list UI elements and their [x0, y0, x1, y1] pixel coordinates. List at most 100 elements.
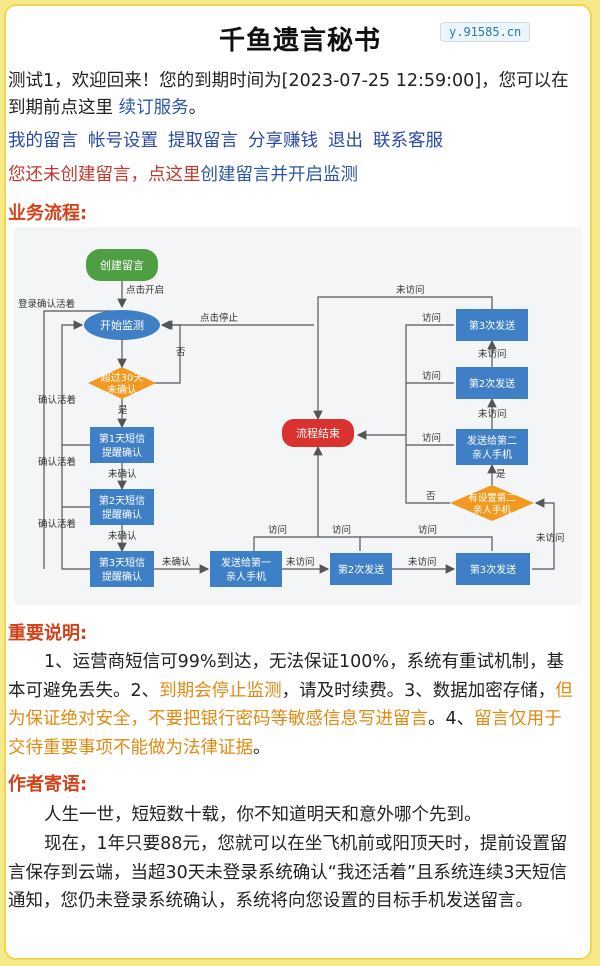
label-not-visited-5: 未访问 [478, 348, 507, 360]
node-send2: 发送给第二 亲人手机 [456, 429, 528, 465]
edge-send1-visited [253, 445, 323, 551]
node-has-second: 有设置第二 亲人手机 [450, 485, 534, 521]
label-no: 否 [176, 347, 186, 358]
svg-text:提醒确认: 提醒确认 [102, 446, 142, 459]
node-send1: 发送给第一 亲人手机 [210, 551, 282, 587]
label-click-start: 点击开启 [126, 284, 164, 296]
label-confirm-alive-1: 确认活着 [38, 394, 76, 406]
nav-bar: 我的留言帐号设置提取留言分享赚钱退出联系客服 [8, 128, 578, 155]
important-part4: 。 [253, 737, 271, 758]
node-end: 流程结束 [282, 419, 354, 447]
label-not-visited-4: 未访问 [478, 408, 507, 420]
label-not-confirmed-3: 未确认 [162, 556, 191, 568]
node-send1-3: 第3次发送 [456, 553, 530, 585]
node-send1-2: 第2次发送 [330, 553, 392, 585]
author-heading: 作者寄语: [8, 774, 88, 795]
important-heading: 重要说明: [8, 623, 88, 644]
important-hl1: 到期会停止监测 [159, 680, 282, 701]
welcome-message: 测试1，欢迎回来！您的到期时间为[2023-07-25 12:59:00]，您可… [8, 68, 578, 122]
svg-text:亲人手机: 亲人手机 [473, 504, 512, 516]
nav-contact-support[interactable]: 联系客服 [373, 131, 443, 151]
page-title: 千鱼遗言秘书 [218, 26, 381, 56]
important-hl3: 留言仅用于交待重要事项不能做为法律证据 [8, 709, 562, 758]
edge-login-confirm [43, 310, 122, 569]
label-login-confirm: 登录确认活着 [18, 298, 75, 310]
node-create: 创建留言 [86, 249, 158, 281]
edge-3rd2-visited [405, 324, 454, 383]
node-send2-2: 第2次发送 [456, 367, 528, 399]
svg-text:发送给第二: 发送给第二 [467, 434, 517, 447]
important-part3: 。4、 [428, 709, 475, 729]
svg-text:发送给第一: 发送给第一 [221, 556, 271, 569]
nav-share-earn[interactable]: 分享赚钱 [248, 131, 318, 151]
nav-extract-messages[interactable]: 提取留言 [168, 131, 238, 151]
node-send2-3: 第3次发送 [456, 309, 528, 341]
label-not-visited-1: 未访问 [286, 556, 315, 568]
label-visited-6: 访问 [422, 312, 441, 324]
flowchart-svg: 创建留言 开始监测 超过30天 未确认 第1天短信 提醒确认 第2天短信 提醒确… [18, 249, 565, 587]
label-not-confirmed-1: 未确认 [108, 468, 137, 480]
label-click-stop: 点击停止 [200, 312, 239, 324]
edge-3rd-hassecond [532, 498, 555, 570]
node-over30: 超过30天 未确认 [88, 367, 156, 399]
svg-text:第2次发送: 第2次发送 [469, 377, 515, 390]
label-no-2: 否 [426, 491, 436, 502]
label-confirm-alive-3: 确认活着 [38, 518, 76, 530]
svg-text:亲人手机: 亲人手机 [226, 570, 266, 583]
create-message-link[interactable]: 创建留言并开启监测 [200, 165, 359, 185]
svg-text:第3次发送: 第3次发送 [469, 319, 515, 332]
label-not-confirmed-2: 未确认 [108, 530, 137, 542]
edge-2nd2-visited [405, 382, 454, 435]
node-day3: 第3天短信 提醒确认 [90, 551, 154, 587]
label-visited-1: 访问 [268, 524, 287, 536]
flow-heading: 业务流程: [8, 203, 88, 224]
svg-text:第3天短信: 第3天短信 [99, 556, 145, 569]
node-day2: 第2天短信 提醒确认 [90, 489, 154, 525]
svg-text:第1天短信: 第1天短信 [99, 432, 145, 445]
label-visited-5: 访问 [422, 370, 441, 382]
edge-hassecond-no [356, 430, 450, 504]
edge-day1-confirm [61, 320, 90, 446]
svg-text:超过30天: 超过30天 [101, 371, 144, 384]
welcome-text: 测试1，欢迎回来！您的到期时间为[2023-07-25 12:59:00]，您可… [8, 71, 569, 118]
create-notice: 您还未创建留言，点这里创建留言并开启监测 [8, 162, 578, 189]
edge-3rd-visited [360, 536, 493, 551]
renew-link[interactable]: 续订服务 [118, 98, 189, 118]
label-visited-3: 访问 [418, 524, 437, 536]
important-hl2: 但为保证绝对安全，不要把银行密码等敏感信息写进留言 [8, 680, 573, 730]
svg-text:亲人手机: 亲人手机 [472, 448, 512, 461]
svg-text:提醒确认: 提醒确认 [102, 508, 142, 521]
author-para2: 现在，1年只要88元，您就可以在坐飞机前或阳顶天时，提前设置留言保存到云端，当超… [8, 834, 568, 911]
node-day1: 第1天短信 提醒确认 [90, 427, 154, 463]
svg-text:提醒确认: 提醒确认 [102, 570, 142, 583]
important-part2: ，请及时续费。3、数据加密存储， [281, 680, 556, 701]
important-part1: 1、运营商短信可99%到达，无法保证100%，系统有重试机制，基本可避免丢失。2… [8, 652, 565, 701]
important-text: 1、运营商短信可99%到达，无法保证100%，系统有重试机制，基本可避免丢失。2… [8, 648, 578, 762]
label-yes-2: 是 [496, 469, 506, 480]
nav-account-settings[interactable]: 帐号设置 [88, 131, 158, 151]
create-notice-text: 您还未创建留言，点这里 [8, 165, 201, 185]
site-badge: y.91585.cn [440, 22, 531, 42]
flowchart: 创建留言 开始监测 超过30天 未确认 第1天短信 提醒确认 第2天短信 提醒确… [14, 227, 582, 605]
label-yes: 是 [118, 405, 128, 416]
svg-text:开始监测: 开始监测 [100, 318, 144, 332]
edge-3rd2-notvisited [313, 296, 493, 421]
author-para1: 人生一世，短短数十载，你不知道明天和意外哪个先到。 [44, 805, 482, 825]
svg-text:流程结束: 流程结束 [296, 426, 340, 440]
node-start: 开始监测 [84, 310, 160, 340]
label-visited-2: 访问 [332, 524, 351, 536]
svg-text:第2次发送: 第2次发送 [338, 563, 384, 576]
label-visited-4: 访问 [422, 432, 441, 444]
svg-text:有设置第二: 有设置第二 [468, 492, 516, 504]
label-not-visited-2: 未访问 [408, 556, 437, 568]
nav-my-messages[interactable]: 我的留言 [8, 131, 78, 151]
edge-2nd-visited [318, 536, 361, 551]
label-not-visited-3: 未访问 [536, 532, 565, 544]
edge-day3-confirm [61, 445, 90, 570]
svg-text:第3次发送: 第3次发送 [470, 563, 516, 576]
nav-logout[interactable]: 退出 [328, 131, 363, 151]
label-not-visited-6: 未访问 [396, 284, 425, 296]
svg-text:未确认: 未确认 [107, 383, 137, 396]
svg-text:第2天短信: 第2天短信 [99, 494, 145, 507]
label-confirm-alive-2: 确认活着 [38, 456, 76, 468]
